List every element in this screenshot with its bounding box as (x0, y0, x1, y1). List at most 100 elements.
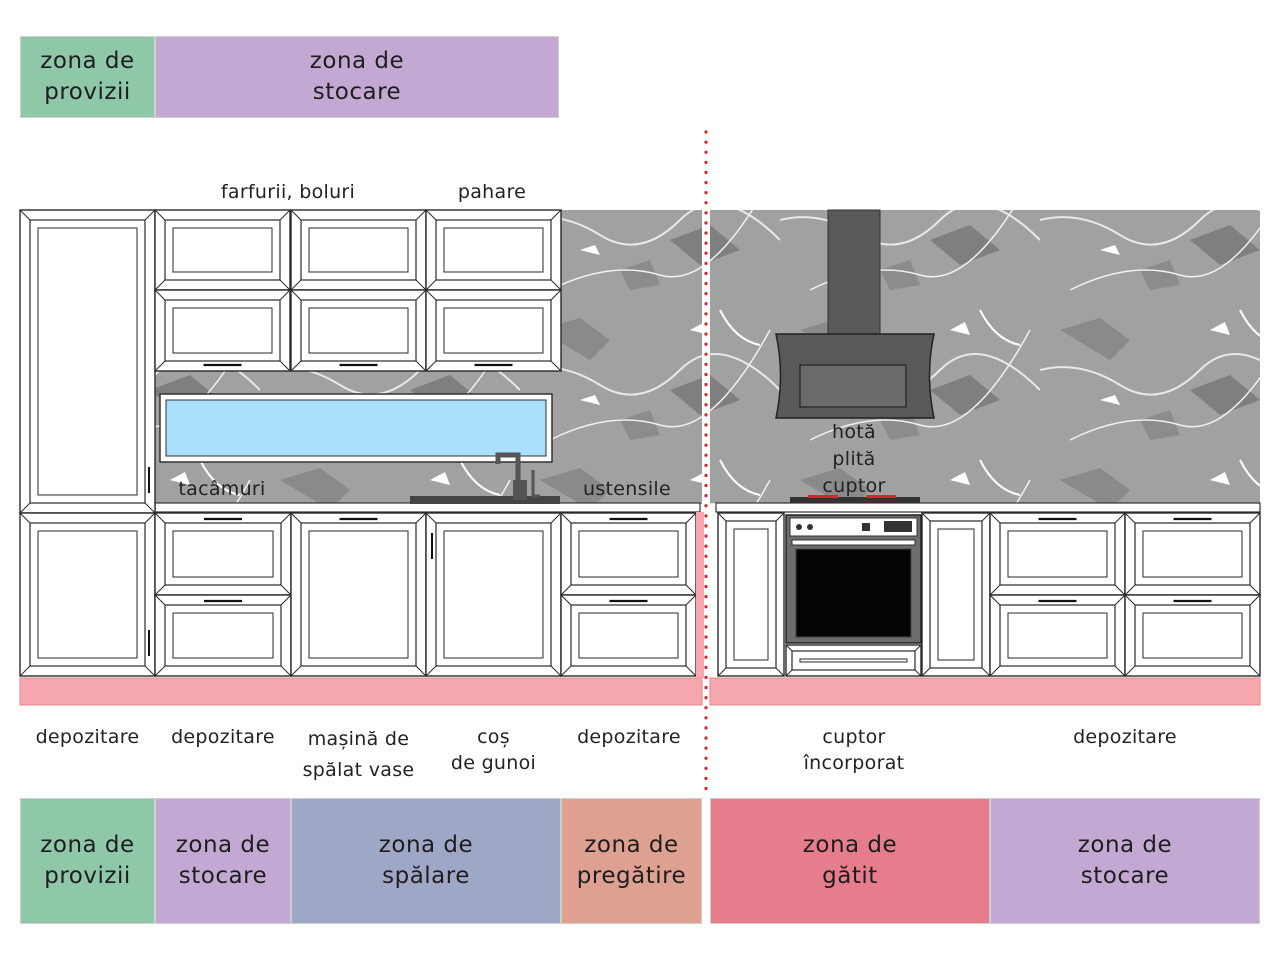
oven-drawer-inner (791, 650, 916, 671)
bottom-zone-spalare-label: zona de spălare (378, 832, 474, 889)
wall-cabinet-top-3-bevel (425, 209, 562, 291)
bottom-label-depozitare-1: depozitare (35, 726, 140, 748)
cooktop (790, 497, 920, 503)
sink-basin (410, 496, 560, 504)
base-drawer-1-bottom-inner (164, 604, 282, 667)
base-drawer-4-top-molding (1007, 530, 1108, 578)
narrow-cabinet-right-inner (929, 520, 983, 669)
top-zone-provizii-label: zona de provizii (40, 48, 135, 105)
bottom-zone-stocare-1-label: zona de stocare (175, 832, 271, 889)
trash-cabinet-bevel (425, 512, 562, 677)
bottom-label-dishwasher: mașină de spălat vase (302, 728, 415, 781)
base-drawer-5-bottom-bevel (1124, 594, 1261, 677)
base-drawer-1-bottom-bevel (154, 594, 292, 677)
wall-cabinet-top-3-molding (443, 227, 544, 273)
bottom-zone-spalare: zona de spălare (291, 798, 561, 924)
top-zone-provizii: zona de provizii (20, 36, 155, 118)
narrow-cabinet-left-bevel (717, 512, 785, 677)
plinth-left (19, 677, 703, 706)
base-drawer-5-top-molding (1142, 530, 1243, 578)
cooktop-burner-left (808, 495, 838, 498)
dishwasher-panel-bevel (290, 512, 427, 677)
base-drawer-1-bottom-molding (172, 612, 274, 659)
base-drawer-5-top-bevel (1124, 512, 1261, 596)
bottom-label-depozitare-3: depozitare (577, 726, 681, 748)
base-drawer-3-bottom-bevel (560, 594, 697, 677)
base-drawer-1-top-bevel (154, 512, 292, 596)
bottom-zone-provizii: zona de provizii (20, 798, 155, 924)
countertop-right (715, 502, 1261, 513)
oven-buttons (862, 523, 870, 531)
window-glass (165, 399, 547, 457)
base-drawer-3-bottom-molding (578, 612, 679, 659)
pantry-lower-molding (37, 530, 138, 659)
oven-window (795, 548, 912, 638)
wall-cabinet-bottom-3-molding (443, 307, 544, 354)
label-tacamuri: tacâmuri (178, 478, 266, 500)
top-zone-stocare-label: zona de stocare (309, 48, 405, 105)
wall-cabinet-bottom-2-molding (308, 307, 409, 354)
base-drawer-1-top-molding (172, 530, 274, 578)
hood-chimney (827, 209, 881, 336)
wall-cabinet-bottom-2-inner (300, 299, 417, 362)
pantry-upper-inner (29, 219, 146, 504)
base-drawer-4-top-bevel (989, 512, 1126, 596)
label-cuptor: cuptor (822, 475, 886, 497)
wall-cabinet-top-3-inner (435, 219, 552, 281)
oven-display (884, 521, 912, 532)
bottom-zone-pregatire: zona de pregătire (561, 798, 702, 924)
wall-cabinet-top-2-molding (308, 227, 409, 273)
oven-drawer-molding (799, 658, 908, 663)
cabinets (19, 209, 1261, 677)
pantry-upper-bevel (19, 209, 156, 514)
label-hota: hotă (832, 421, 876, 443)
pantry-lower-inner (29, 522, 146, 667)
narrow-cabinet-right-molding (937, 528, 975, 661)
bottom-label-depozitare-4: depozitare (1073, 726, 1177, 748)
base-drawer-3-top-inner (570, 522, 687, 586)
narrow-cabinet-left-molding (733, 528, 769, 661)
base-drawer-4-bottom-inner (999, 604, 1116, 667)
wall-cabinet-top-2-inner (300, 219, 417, 281)
wall-cabinet-bottom-1-inner (164, 299, 281, 362)
pantry-upper-molding (37, 227, 138, 496)
hood-filter (799, 364, 907, 408)
trash-cabinet-inner (435, 522, 552, 667)
label-plita: plită (832, 448, 876, 470)
bottom-zone-gatit: zona de gătit (710, 798, 990, 924)
wall-cabinet-top-1-bevel (154, 209, 291, 291)
base-drawer-3-top-molding (578, 530, 679, 578)
bottom-label-trash: coș de gunoi (450, 726, 537, 774)
dishwasher-panel-inner (300, 522, 417, 667)
base-drawer-4-bottom-molding (1007, 612, 1108, 659)
base-drawer-4-top-inner (999, 522, 1116, 586)
wall-cabinet-bottom-3-inner (435, 299, 552, 362)
oven-drawer-bevel (785, 644, 922, 677)
bottom-label-oven: cuptor încorporat (803, 726, 905, 774)
base-drawer-4-bottom-bevel (989, 594, 1126, 677)
base-drawer-5-bottom-inner (1134, 604, 1251, 667)
wall-cabinet-bottom-2-bevel (290, 289, 427, 372)
backsplash-left (559, 210, 702, 504)
label-ustensile: ustensile (583, 478, 671, 500)
trash-cabinet-molding (443, 530, 544, 659)
base-drawer-3-bottom-inner (570, 604, 687, 667)
faucet-icon (495, 452, 521, 500)
bottom-zone-gatit-label: zona de gătit (802, 832, 898, 889)
faucet-handle (531, 470, 540, 498)
dishwasher-panel-molding (308, 530, 409, 659)
cooktop-burner-right (866, 495, 896, 498)
countertop-left (154, 502, 701, 513)
plinth-right (709, 677, 1261, 706)
gap-strip (696, 512, 704, 678)
wall-cabinet-bottom-1-bevel (154, 289, 291, 372)
narrow-cabinet-right-bevel (921, 512, 991, 677)
base-drawer-1-top-inner (164, 522, 282, 586)
oven-handle (791, 539, 916, 546)
wall-cabinet-top-1-inner (164, 219, 281, 281)
bottom-label-depozitare-2: depozitare (171, 726, 275, 748)
bottom-zone-stocare-2: zona de stocare (990, 798, 1260, 924)
oven-knob-2 (807, 524, 813, 530)
wall-cabinet-top-2-bevel (290, 209, 427, 291)
